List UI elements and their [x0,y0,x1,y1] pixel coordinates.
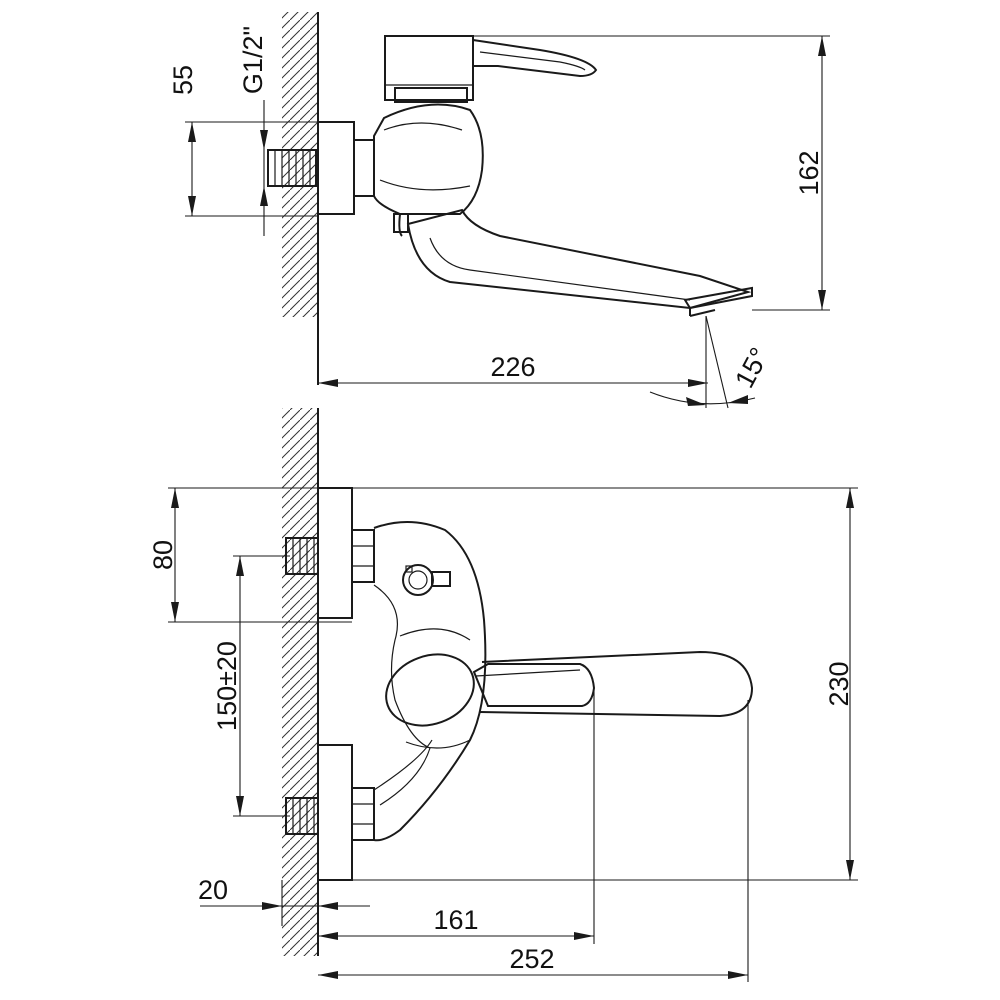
dim-162: 162 [473,35,830,311]
dim-161-label: 161 [433,905,478,935]
dim-226: 226 [318,316,708,408]
diverter-knob[interactable] [402,564,451,596]
dim-150-label: 150±20 [212,641,242,731]
dim-80-label: 80 [148,540,178,570]
thread-label: G1/2" [238,26,268,94]
dim-20: 20 [198,875,370,926]
dim-161: 161 [318,690,595,944]
wall-hatch-top [282,12,319,385]
dim-252: 252 [318,700,749,982]
lever-top [384,35,598,103]
dim-80: 80 [148,487,352,623]
dim-150: 150±20 [212,555,290,817]
dim-55: 55 [168,65,318,217]
side-view: 55 G1/2" 162 226 [168,12,830,409]
flange-top [317,121,375,215]
dim-226-label: 226 [490,352,535,382]
dim-55-label: 55 [168,65,198,95]
spout-top [406,208,753,317]
dim-230-label: 230 [824,661,854,706]
dim-252-label: 252 [509,944,554,974]
lever-handle-front[interactable] [376,643,596,738]
mixer-body-front [373,520,487,842]
spout-front [479,650,754,718]
dim-230: 230 [318,487,858,881]
angle-label: 15° [729,343,775,393]
front-view: 80 150±20 230 20 [148,408,858,982]
inlet-pipe-top [267,149,317,187]
wall-hatch-bottom [282,408,319,956]
dim-angle-15: 15° [649,315,775,409]
inlet-lower [285,744,375,881]
dim-20-label: 20 [198,875,228,905]
dim-162-label: 162 [794,150,824,195]
dim-g12: G1/2" [238,26,268,236]
